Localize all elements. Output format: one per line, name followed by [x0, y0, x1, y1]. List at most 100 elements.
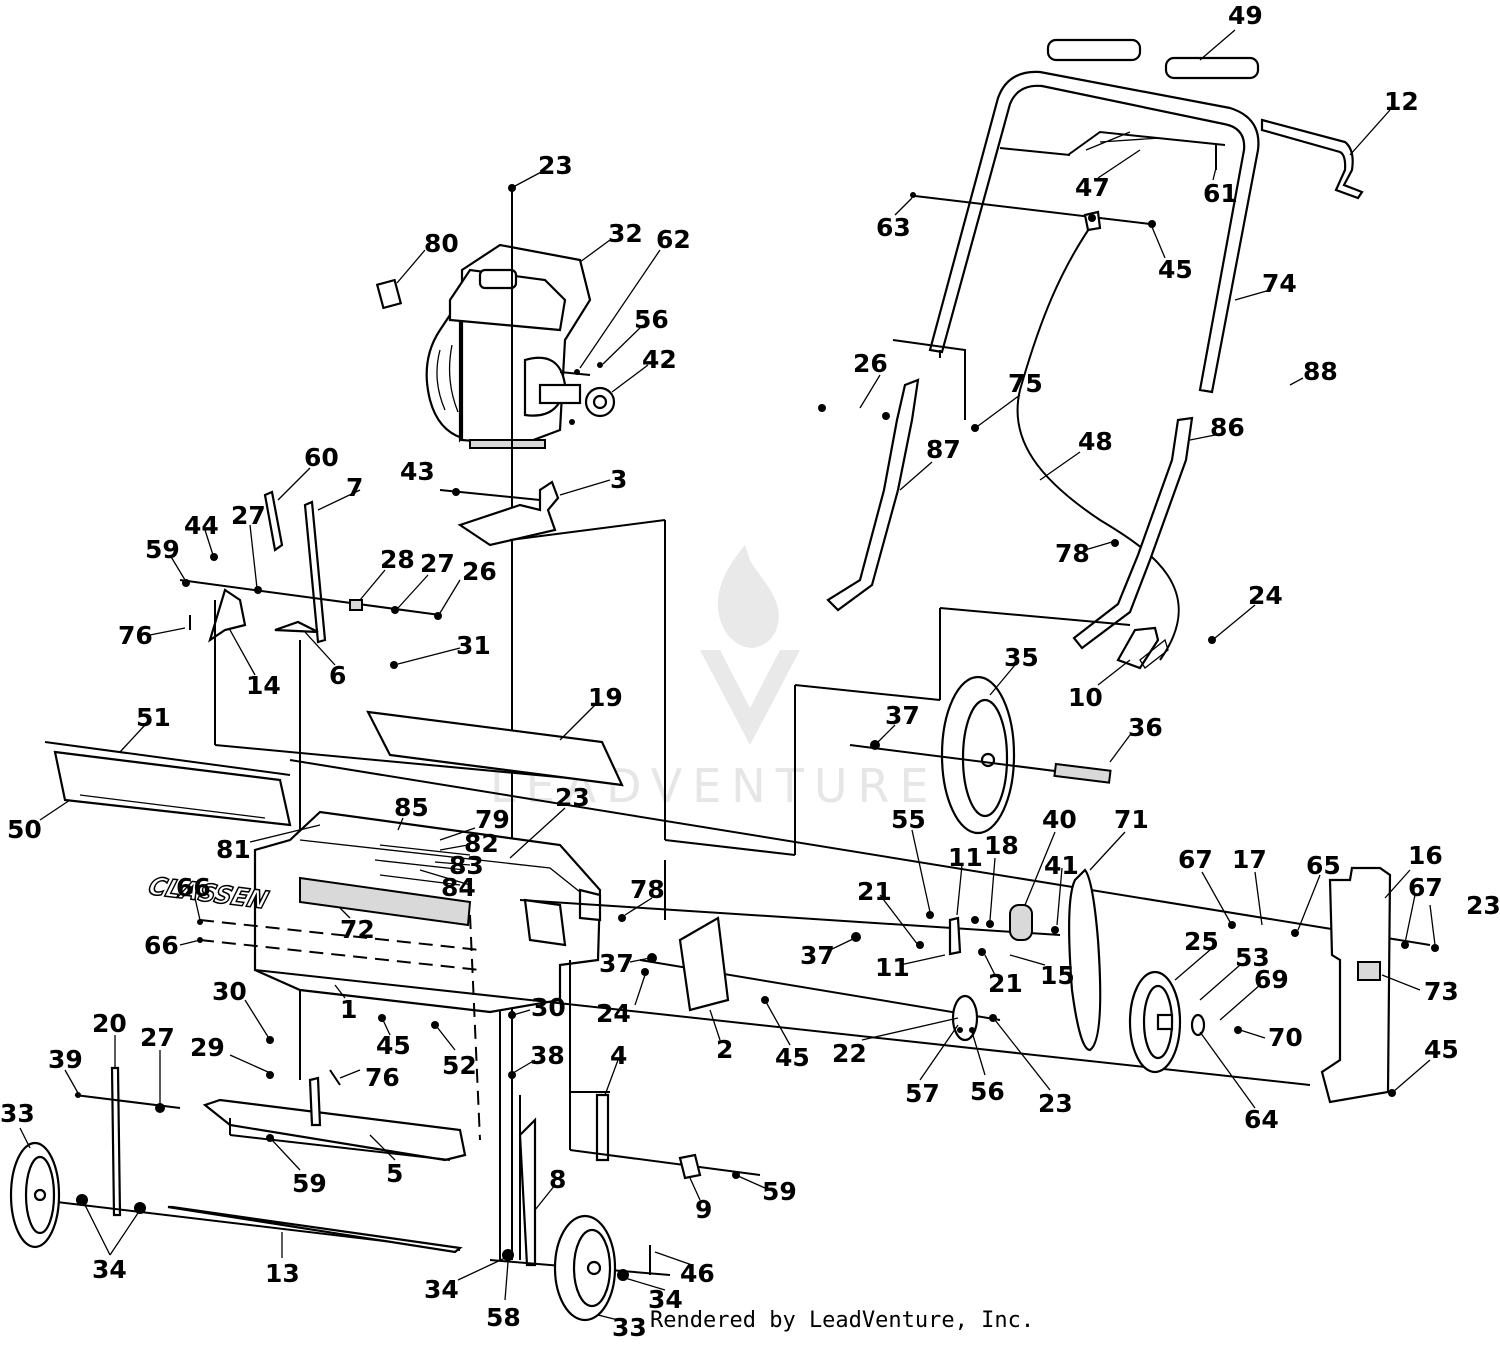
callout-81: 81: [216, 835, 251, 864]
callout-45: 45: [376, 1031, 411, 1060]
callout-9: 9: [695, 1195, 712, 1224]
callout-6: 6: [329, 661, 346, 690]
callout-56: 56: [970, 1077, 1005, 1106]
callout-69: 69: [1254, 965, 1289, 994]
callout-84: 84: [441, 873, 476, 902]
callout-48: 48: [1078, 427, 1113, 456]
axle-assembly: [39, 960, 761, 1276]
callout-15: 15: [1040, 961, 1075, 990]
callout-19: 19: [588, 683, 623, 712]
callout-65: 65: [1306, 851, 1341, 880]
control-cable: [1016, 219, 1180, 661]
callout-21: 21: [857, 877, 892, 906]
pulley-25: [1128, 970, 1182, 1074]
callout-33: 33: [612, 1313, 647, 1342]
callout-49: 49: [1228, 1, 1263, 30]
callout-66: 66: [176, 873, 211, 902]
side-cover: [1320, 866, 1392, 1104]
callout-71: 71: [1114, 805, 1149, 834]
hardware-dots: [75, 184, 1439, 1281]
callout-22: 22: [832, 1039, 867, 1068]
callout-5: 5: [386, 1159, 403, 1188]
wheel-33-right: [553, 1214, 617, 1322]
render-credit: Rendered by LeadVenture, Inc.: [650, 1308, 1035, 1333]
callout-59: 59: [762, 1177, 797, 1206]
callout-85: 85: [394, 793, 429, 822]
callout-31: 31: [456, 631, 491, 660]
callout-21: 21: [988, 969, 1023, 998]
callout-37: 37: [599, 949, 634, 978]
callout-58: 58: [486, 1303, 521, 1332]
engine: [425, 243, 616, 449]
callout-75: 75: [1008, 369, 1043, 398]
lower-handle-left: [826, 378, 920, 612]
callout-24: 24: [596, 999, 631, 1028]
bracket-10: [1116, 626, 1160, 670]
callout-78: 78: [1055, 539, 1090, 568]
callout-56: 56: [634, 305, 669, 334]
belt-guard: [366, 710, 624, 787]
callout-2: 2: [716, 1035, 733, 1064]
callout-11: 11: [948, 843, 983, 872]
callout-59: 59: [292, 1169, 327, 1198]
callout-16: 16: [1408, 841, 1443, 870]
callout-32: 32: [608, 219, 643, 248]
callout-47: 47: [1075, 173, 1110, 202]
leader-lines: [19, 29, 1436, 1321]
callout-74: 74: [1262, 269, 1297, 298]
callout-87: 87: [926, 435, 961, 464]
callout-67: 67: [1408, 873, 1443, 902]
callout-10: 10: [1068, 683, 1103, 712]
callout-23: 23: [555, 783, 590, 812]
callout-82: 82: [464, 829, 499, 858]
callout-37: 37: [885, 701, 920, 730]
lever-assembly: [179, 490, 591, 1080]
callout-45: 45: [1424, 1035, 1459, 1064]
upper-handle: [914, 38, 1364, 394]
callout-46: 46: [680, 1259, 715, 1288]
callout-40: 40: [1042, 805, 1077, 834]
callout-88: 88: [1303, 357, 1338, 386]
callout-61: 61: [1203, 179, 1238, 208]
callout-24: 24: [1248, 581, 1283, 610]
callout-27: 27: [420, 549, 455, 578]
lower-handle-right: [1072, 416, 1194, 650]
callout-23: 23: [1466, 891, 1500, 920]
callout-13: 13: [265, 1259, 300, 1288]
callout-64: 64: [1244, 1105, 1279, 1134]
callout-41: 41: [1044, 851, 1079, 880]
callout-26: 26: [462, 557, 497, 586]
callout-42: 42: [642, 345, 677, 374]
callout-80: 80: [424, 229, 459, 258]
bearing-plate: [678, 916, 730, 1012]
callout-25: 25: [1184, 927, 1219, 956]
callout-27: 27: [140, 1023, 175, 1052]
callout-34: 34: [424, 1275, 459, 1304]
deflector: [53, 750, 292, 827]
callout-30: 30: [212, 977, 247, 1006]
callout-86: 86: [1210, 413, 1245, 442]
callout-79: 79: [475, 805, 510, 834]
callout-11: 11: [875, 953, 910, 982]
callout-12: 12: [1384, 87, 1419, 116]
callout-52: 52: [442, 1051, 477, 1080]
callout-14: 14: [246, 671, 281, 700]
callout-59: 59: [145, 535, 180, 564]
callout-26: 26: [853, 349, 888, 378]
callout-4: 4: [610, 1041, 627, 1070]
callout-45: 45: [775, 1043, 810, 1072]
decal-80: [375, 278, 403, 310]
callout-33: 33: [0, 1099, 35, 1128]
drive-belt: [1068, 868, 1102, 1052]
callout-37: 37: [800, 941, 835, 970]
callout-50: 50: [7, 815, 42, 844]
callout-17: 17: [1232, 845, 1267, 874]
callout-76: 76: [118, 621, 153, 650]
callout-38: 38: [530, 1041, 565, 1070]
callout-39: 39: [48, 1045, 83, 1074]
callout-73: 73: [1424, 977, 1459, 1006]
callout-34: 34: [92, 1255, 127, 1284]
callout-70: 70: [1268, 1023, 1303, 1052]
callout-27: 27: [231, 501, 266, 530]
